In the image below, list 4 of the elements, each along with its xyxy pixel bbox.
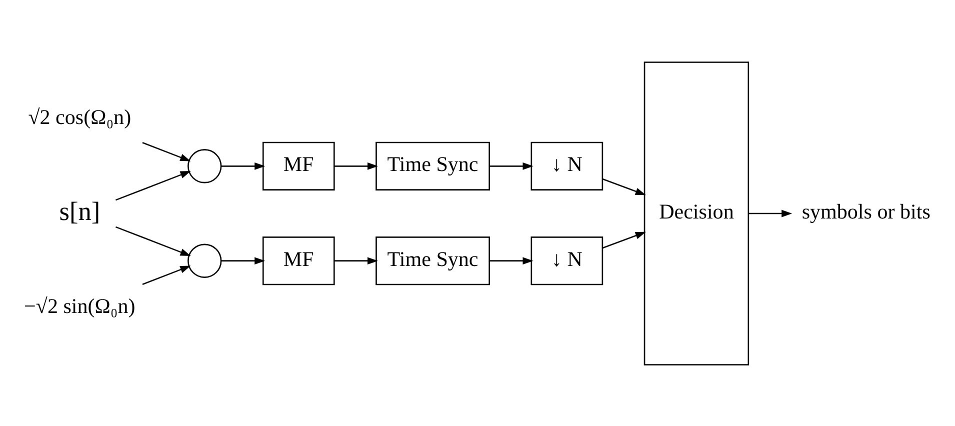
node-text: √2 cos(Ω₀n) (28, 104, 132, 128)
node-text: symbols or bits (802, 198, 930, 223)
node-text: s[n] (59, 196, 100, 226)
node-text: −√2 sin(Ω₀n) (24, 294, 136, 318)
